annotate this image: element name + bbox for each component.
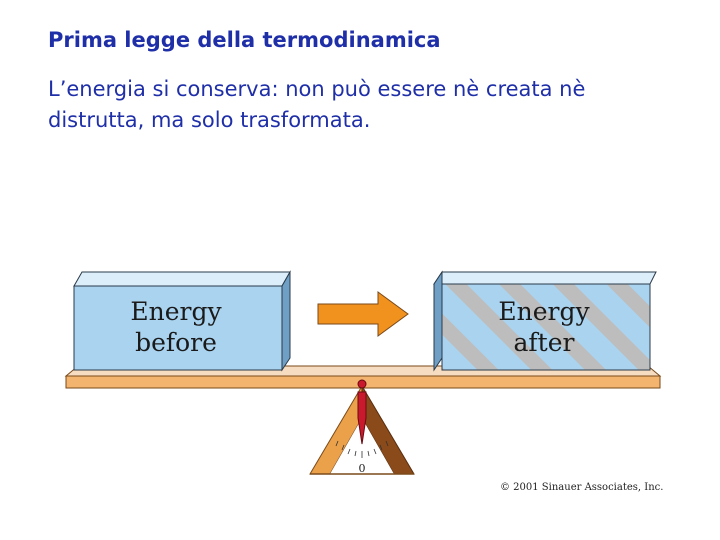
box-before-label-line1: Energy [130, 297, 222, 326]
box-after-top [434, 272, 656, 284]
box-after-side [434, 272, 442, 370]
box-before-top [74, 272, 290, 286]
box-before-side [282, 272, 290, 370]
box-after-label-line2: after [514, 328, 575, 357]
box-after-label-line1: Energy [498, 297, 590, 326]
transfer-arrow-icon [318, 292, 408, 336]
gauge-zero-label: 0 [359, 462, 366, 475]
energy-after-box: Energy after [434, 272, 656, 370]
energy-before-box: Energy before [74, 272, 290, 370]
copyright-credit: © 2001 Sinauer Associates, Inc. [500, 482, 663, 493]
box-before-label-line2: before [135, 328, 217, 357]
